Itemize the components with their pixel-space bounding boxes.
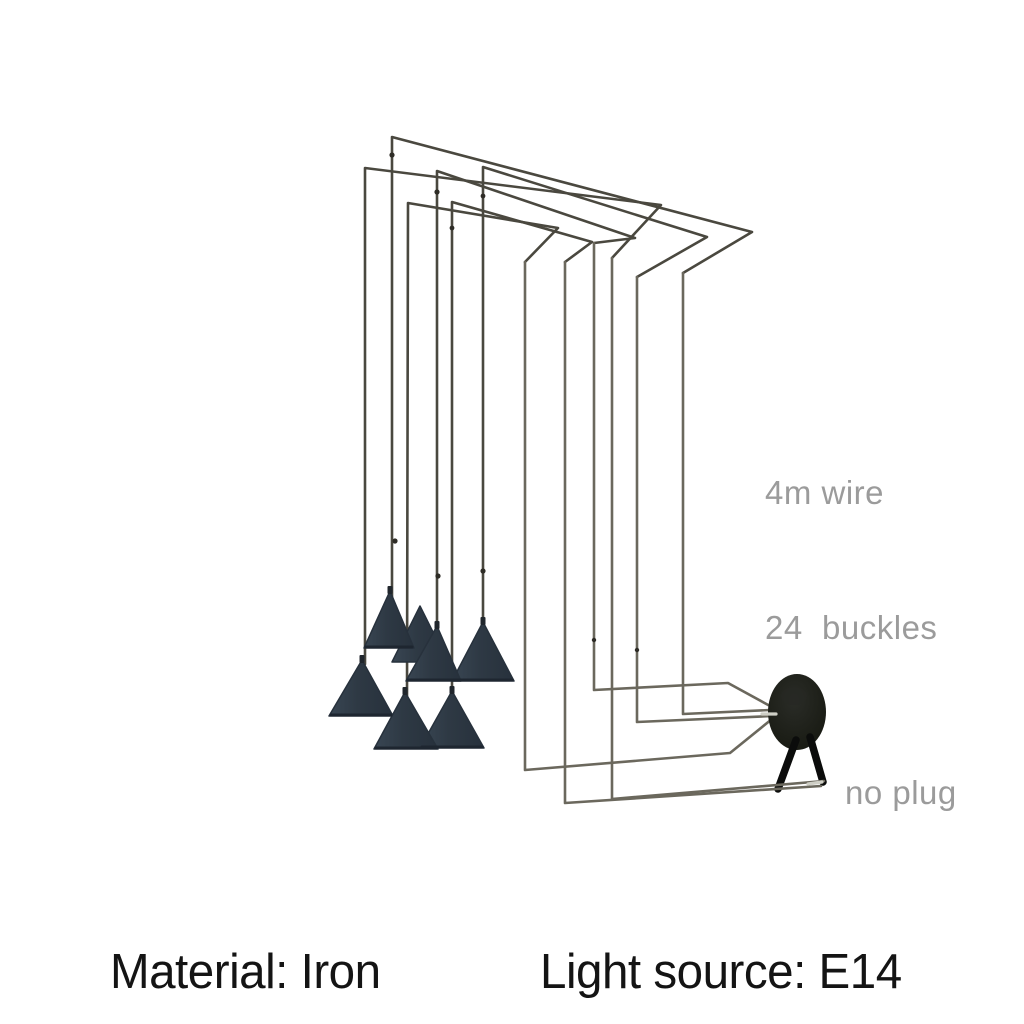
light-source-spec-label: Light source: E14 — [540, 945, 902, 999]
canopy-legs — [774, 733, 827, 793]
lamp-shades — [328, 590, 515, 750]
wire-buckles-annotation: 4m wire 24 buckles — [765, 380, 937, 740]
material-spec-label: Material: Iron — [110, 945, 381, 999]
canopy-disc-sheen — [781, 687, 807, 705]
shade-apex-caps — [359, 586, 486, 695]
wire-length-label: 4m wire — [765, 474, 885, 511]
shade-rims — [329, 645, 514, 750]
pendant-wires-underlegs — [563, 256, 826, 805]
pendant-wires-lower — [523, 241, 774, 772]
no-plug-label: no plug — [845, 774, 957, 811]
pendant-wires-upper — [363, 135, 754, 699]
wire-tip-highlights — [760, 712, 824, 786]
lamp-shade — [451, 621, 515, 682]
buckle-dots — [389, 152, 640, 653]
buckles-count-label: 24 buckles — [765, 609, 938, 646]
lamp-shade — [328, 659, 394, 717]
